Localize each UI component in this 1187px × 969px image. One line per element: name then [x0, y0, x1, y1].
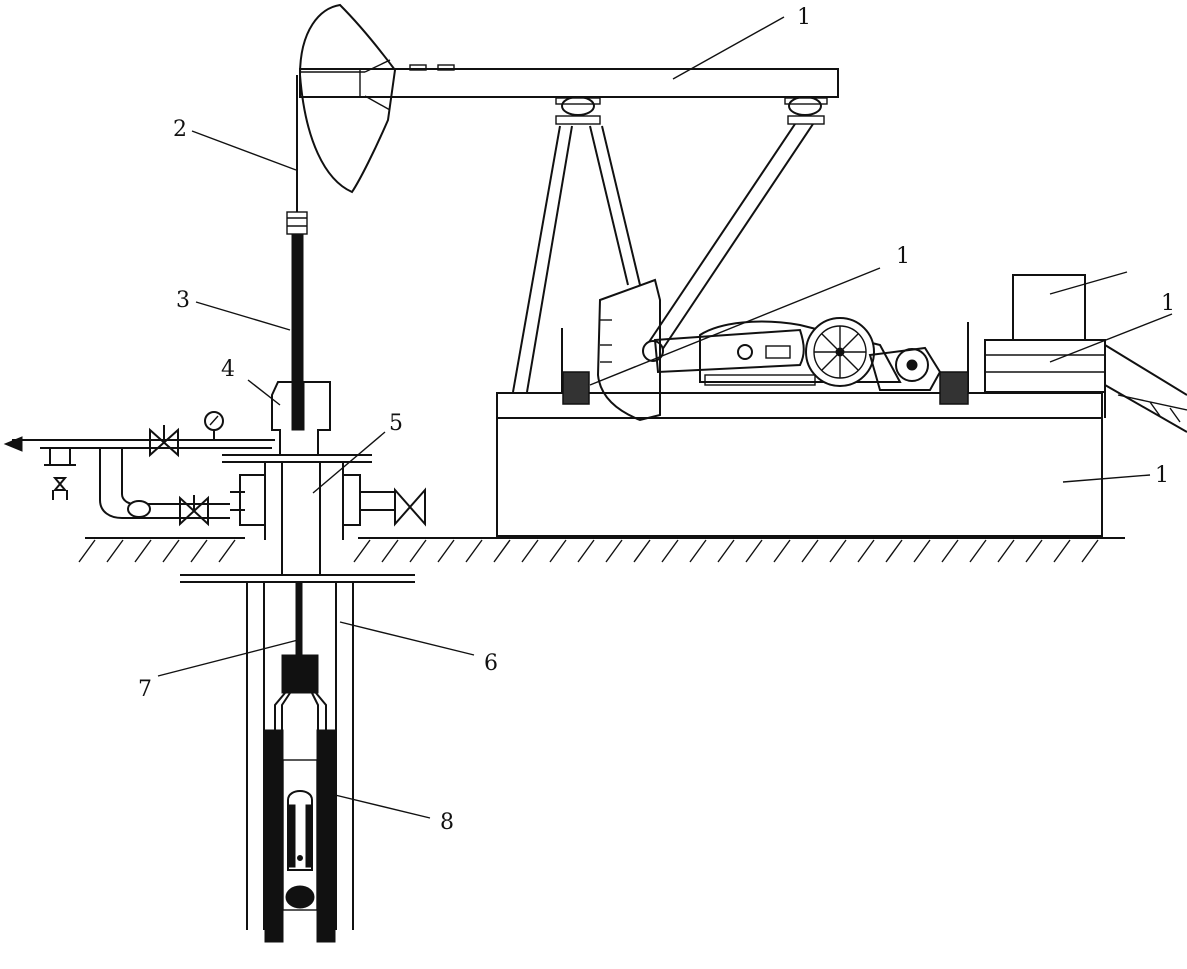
callout-labels: 1 2 3 4 5 1 1 1 6 7 8	[138, 5, 1175, 835]
gate-valve-icon	[179, 495, 209, 527]
flowline	[3, 411, 426, 527]
foundation-block	[496, 417, 1103, 537]
callout-label: 7	[138, 677, 152, 702]
equalizer-bearing	[788, 96, 822, 116]
flow-arrow-icon	[3, 436, 23, 452]
horse-head	[298, 3, 397, 194]
ground-hatch	[745, 539, 763, 563]
ground-hatch	[493, 539, 511, 563]
ground-hatch	[997, 539, 1015, 563]
ground-hatch	[969, 539, 987, 563]
leader-lines	[157, 16, 1173, 819]
ground-hatch	[549, 539, 567, 563]
polished-rod	[286, 75, 308, 431]
ground-hatch	[605, 539, 623, 563]
walking-beam	[298, 3, 839, 194]
pump-jack-skid	[496, 322, 1103, 419]
ground-hatch	[162, 539, 180, 563]
brake-block-left	[562, 371, 590, 405]
callout-label: 1	[1155, 463, 1169, 488]
gear-reducer	[699, 317, 942, 391]
gate-valve-icon	[149, 425, 179, 458]
callout-label: 8	[440, 810, 454, 835]
pump-coupling	[281, 654, 319, 694]
check-valve-icon	[127, 500, 151, 518]
ground-hatch	[437, 539, 455, 563]
ground-hatch	[1053, 539, 1071, 563]
ground-hatch	[577, 539, 595, 563]
callout-label: 1	[797, 5, 811, 30]
pitman-arm	[642, 123, 814, 362]
ground-hatch	[913, 539, 931, 563]
ground-hatch	[857, 539, 875, 563]
ground-hatch	[633, 539, 651, 563]
ground-hatch	[829, 539, 847, 563]
callout-label: 1	[896, 244, 910, 269]
pump-barrel	[264, 729, 284, 943]
ground-hatch	[801, 539, 819, 563]
beam-body	[299, 68, 839, 98]
motor-unit	[984, 274, 1187, 433]
ground-hatch	[521, 539, 539, 563]
callout-label: 6	[484, 651, 498, 676]
downhole-assembly	[180, 574, 415, 943]
ground-hatch	[1081, 539, 1099, 563]
pressure-gauge-icon	[204, 411, 224, 440]
drain-valve-icon	[52, 477, 68, 491]
brake-block-right	[939, 371, 969, 405]
ground-hatch	[689, 539, 707, 563]
callout-label: 4	[221, 357, 235, 382]
control-box	[1012, 274, 1086, 341]
ground-hatch	[381, 539, 399, 563]
ground-hatch	[465, 539, 483, 563]
ground-hatch	[717, 539, 735, 563]
ground-surface	[78, 537, 1125, 563]
gate-valve-icon	[394, 487, 426, 527]
callout-label: 5	[389, 411, 403, 436]
samson-post	[512, 125, 641, 393]
sucker-rod	[295, 581, 303, 656]
saddle-bearing	[561, 96, 595, 116]
standing-valve-ball	[285, 885, 315, 909]
crank-counterweight	[596, 278, 805, 422]
wellhead	[222, 454, 395, 575]
ground-hatch	[941, 539, 959, 563]
callout-label: 2	[173, 117, 187, 142]
ground-hatch	[353, 539, 371, 563]
ground-hatch	[1025, 539, 1043, 563]
ground-hatch	[885, 539, 903, 563]
ground-hatch	[134, 539, 152, 563]
ground-hatch	[773, 539, 791, 563]
ground-hatch	[190, 539, 208, 563]
ground-hatch	[218, 539, 236, 563]
ground-hatch	[106, 539, 124, 563]
stuffing-box	[271, 381, 331, 456]
ground-hatch	[78, 539, 96, 563]
callout-label: 1	[1161, 291, 1175, 316]
ground-hatch	[409, 539, 427, 563]
ground-hatch	[661, 539, 679, 563]
callout-label: 3	[176, 288, 190, 313]
